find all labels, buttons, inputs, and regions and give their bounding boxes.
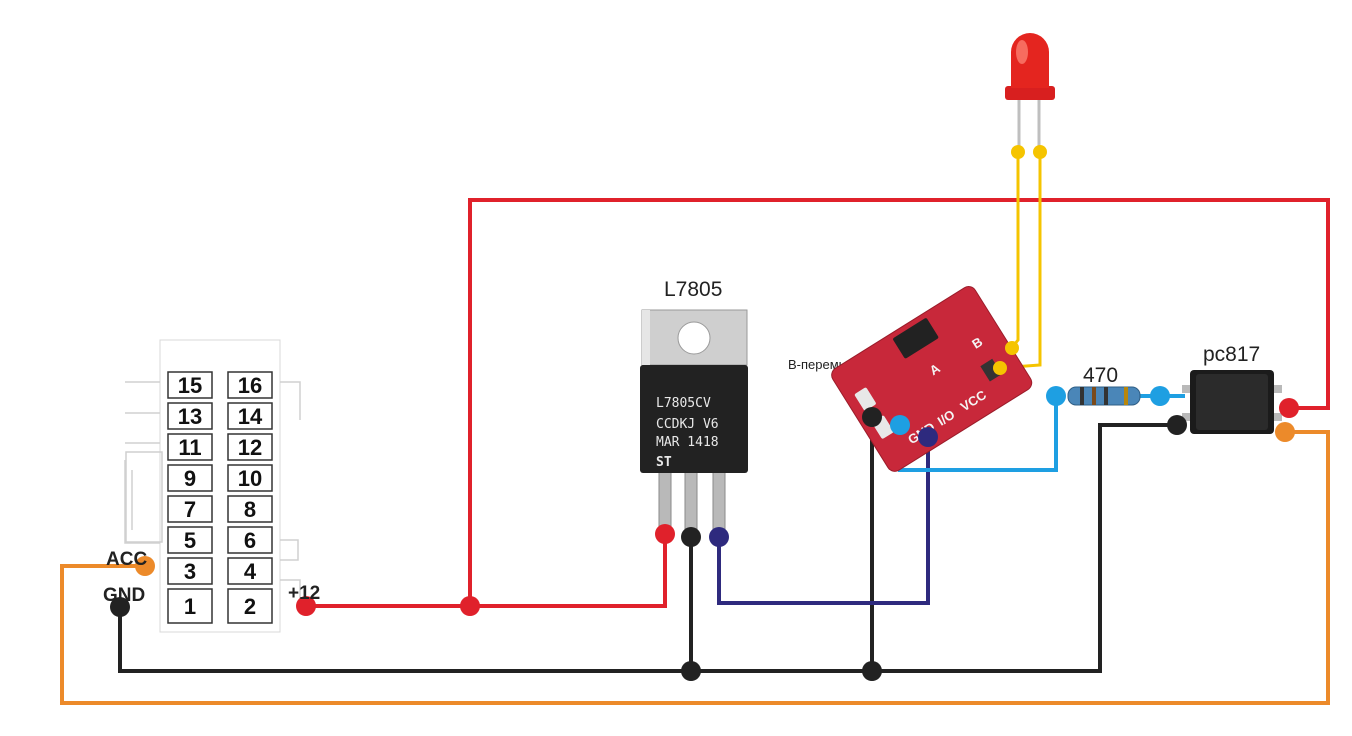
connector-pin-number: 15 (178, 373, 202, 398)
connector-pin-number: 14 (238, 404, 263, 429)
optocoupler-pc817: pc817 (1182, 343, 1282, 434)
wire-plus12 (306, 534, 667, 608)
connector-pin-number: 9 (184, 466, 196, 491)
connector-pin-number: 12 (238, 435, 262, 460)
regulator-marking-2: CCDKJ V6 (656, 417, 719, 432)
connector-pin-cell (167, 433, 213, 461)
wire-led-lead-1 (1008, 152, 1020, 351)
connector-pin-number: 3 (184, 559, 196, 584)
jumper-pad-b-icon (854, 387, 876, 411)
gnd-label: GND (103, 585, 145, 606)
connector-pin-cell (167, 495, 213, 523)
connector-pin-cell (227, 371, 273, 399)
touch-ic-chip (893, 318, 939, 359)
optocoupler-label: pc817 (1203, 343, 1260, 366)
connector-pin-number: 6 (244, 528, 256, 553)
connector-pin-number: 2 (244, 594, 256, 619)
connector-pin-number: 1 (184, 594, 196, 619)
wire-vout-5v (717, 437, 930, 605)
wire-ground (118, 423, 1177, 673)
regulator-label: L7805 (664, 278, 722, 301)
connector-pin-number: 8 (244, 497, 256, 522)
connector-pin-number: 7 (184, 497, 196, 522)
connector-pin-number: 11 (178, 435, 201, 460)
connector-pin-number: 13 (178, 404, 202, 429)
connector-pin-cell (227, 588, 273, 624)
connector-pin-number: 4 (244, 559, 257, 584)
connector-pin-cell (227, 495, 273, 523)
connector-pin-number: 16 (238, 373, 262, 398)
wire-led-lead-2 (999, 152, 1042, 370)
connector-pin-cell (167, 464, 213, 492)
connector-pin-cell (167, 526, 213, 554)
regulator-marking-1: L7805CV (656, 396, 711, 411)
regulator-marking-3: MAR 1418 (656, 435, 719, 450)
connector-pin-cell (227, 402, 273, 430)
connector-pin-cell (227, 557, 273, 585)
wire-plus12-to-pc817 (468, 198, 1330, 606)
connector-pin-cell (227, 433, 273, 461)
connector-pin-cell (167, 402, 213, 430)
led-red (1005, 33, 1055, 152)
connector-pin-cell (167, 371, 213, 399)
connector-pin-cell (167, 557, 213, 585)
resistor-label: 470 (1083, 364, 1118, 387)
connector-pin-cell (227, 464, 273, 492)
touch-module: B-перемычка GND I/O VCC A B (788, 286, 1033, 472)
connector-pin-cell (227, 526, 273, 554)
acc-label: ACC (106, 549, 147, 570)
connector-pin-number: 10 (238, 466, 262, 491)
resistor-470: 470 (1067, 364, 1141, 406)
junction-dots (110, 145, 1299, 681)
st-logo-icon: ST (656, 455, 672, 470)
connector-pin-cell (167, 588, 213, 624)
regulator-l7805: L7805 L7805CV CCDKJ V6 MAR 1418 ST (640, 278, 748, 531)
connector-pin-number: 5 (184, 528, 196, 553)
wire-acc (60, 430, 1330, 705)
plus12-label: +12 (288, 583, 320, 604)
